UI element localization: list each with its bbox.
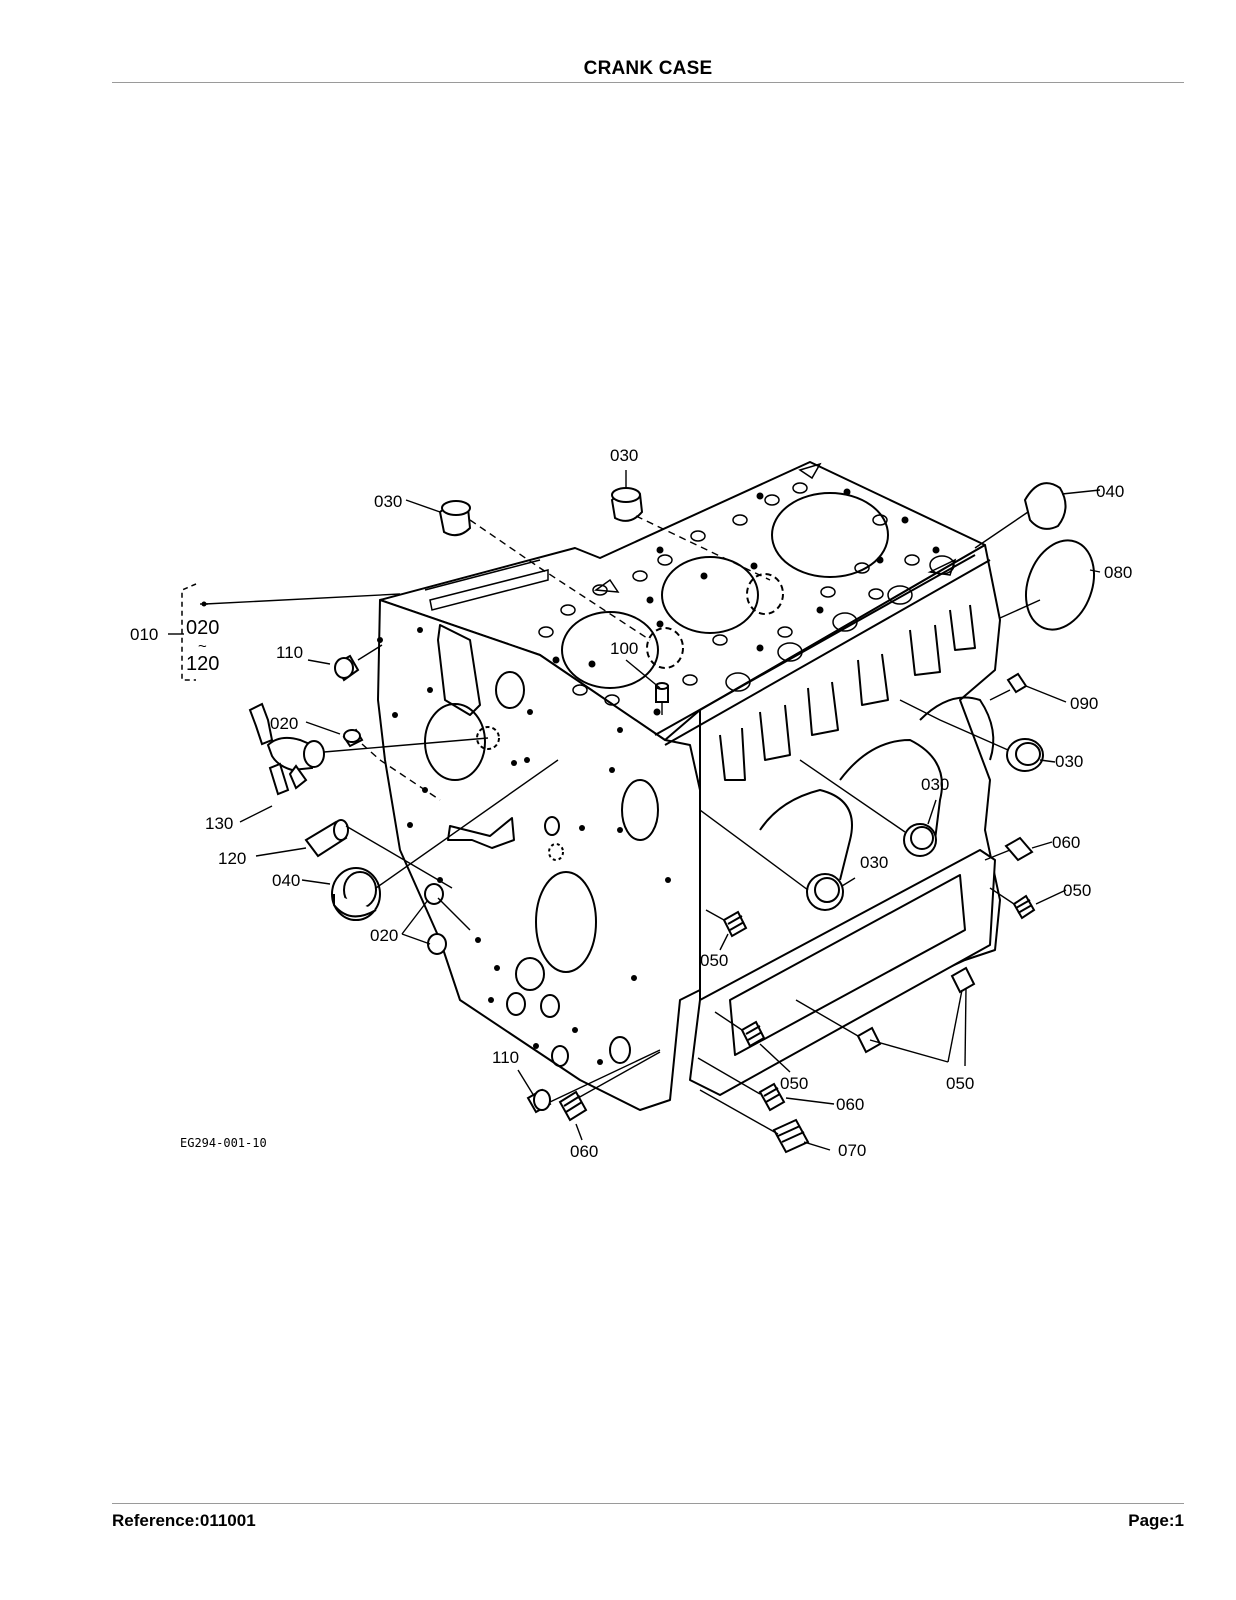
group-label-to: 120 <box>186 653 219 675</box>
cock-130 <box>248 702 325 796</box>
plug-060-right <box>1004 836 1034 862</box>
plug-050-left <box>722 910 748 938</box>
parts <box>248 482 1095 1154</box>
cap-040-top-right <box>1023 482 1067 530</box>
callout-080: 080 <box>1104 563 1132 582</box>
page-title: CRANK CASE <box>583 58 713 79</box>
plug-020-left <box>342 728 364 748</box>
callout-110-lower: 110 <box>492 1048 519 1067</box>
group-bracket <box>181 583 197 681</box>
leader-lines <box>204 470 1101 1151</box>
callout-020-lower: 020 <box>370 926 398 945</box>
pin-090 <box>1006 672 1028 694</box>
callout-050-right: 050 <box>1063 881 1091 900</box>
callout-030-lower: 030 <box>860 853 888 872</box>
callout-030-mid: 030 <box>921 775 949 794</box>
sleeve-110-upper <box>334 654 360 682</box>
front-window <box>437 624 481 716</box>
callout-050-center: 050 <box>780 1074 808 1093</box>
callout-070: 070 <box>838 1141 866 1160</box>
callout-030-top-left: 030 <box>374 492 402 511</box>
callout-040-top-right: 040 <box>1096 482 1124 501</box>
group-label-010: 010 <box>130 625 158 644</box>
plug-030-top-left <box>438 500 472 537</box>
callout-090: 090 <box>1070 694 1098 713</box>
callout-120: 120 <box>218 849 246 868</box>
callout-060-center: 060 <box>836 1095 864 1114</box>
callout-020-left: 020 <box>270 714 298 733</box>
callout-050-left: 050 <box>700 951 728 970</box>
callout-040-left: 040 <box>272 871 300 890</box>
plug-060-center <box>758 1082 786 1112</box>
plug-050-right <box>1012 894 1036 920</box>
cap-040-left <box>331 867 381 921</box>
plug-070 <box>772 1118 810 1154</box>
plug-030-top <box>610 487 644 522</box>
sleeve-110-lower <box>526 1088 552 1114</box>
callouts: 030 030 040 080 010 020 ~ 120 110 100 02… <box>130 446 1132 1161</box>
callout-060-bottom: 060 <box>570 1142 598 1161</box>
group-label-tilde: ~ <box>198 638 207 655</box>
plug-050-bottom-right <box>856 966 976 1054</box>
page-header: CRANK CASE <box>112 56 1184 83</box>
page-number: Page:1 <box>1128 1511 1184 1530</box>
plug-060-bottom <box>558 1090 588 1122</box>
dowel-100 <box>655 682 669 703</box>
plug-050-center <box>740 1020 766 1048</box>
page-footer: Reference:011001 Page:1 <box>112 1503 1184 1536</box>
cylinder-bores <box>424 462 957 716</box>
plug-020-lower <box>424 883 447 955</box>
callout-110-upper: 110 <box>276 643 303 662</box>
callout-030-top: 030 <box>610 446 638 465</box>
engine-block <box>377 461 1001 1111</box>
group-label-from: 020 <box>186 617 219 639</box>
tube-120 <box>304 819 349 858</box>
callout-130: 130 <box>205 814 233 833</box>
callout-030-right: 030 <box>1055 752 1083 771</box>
reference-label: Reference:011001 <box>112 1511 256 1530</box>
plug-030-mid <box>903 823 937 857</box>
plug-030-lower <box>806 873 844 911</box>
ring-080 <box>1025 539 1095 631</box>
figure-code: EG294-001-10 <box>180 1136 267 1150</box>
callout-060-right: 060 <box>1052 833 1080 852</box>
callout-100: 100 <box>610 639 638 658</box>
plug-030-right <box>1006 738 1044 772</box>
callout-050-bottom-right: 050 <box>946 1074 974 1093</box>
